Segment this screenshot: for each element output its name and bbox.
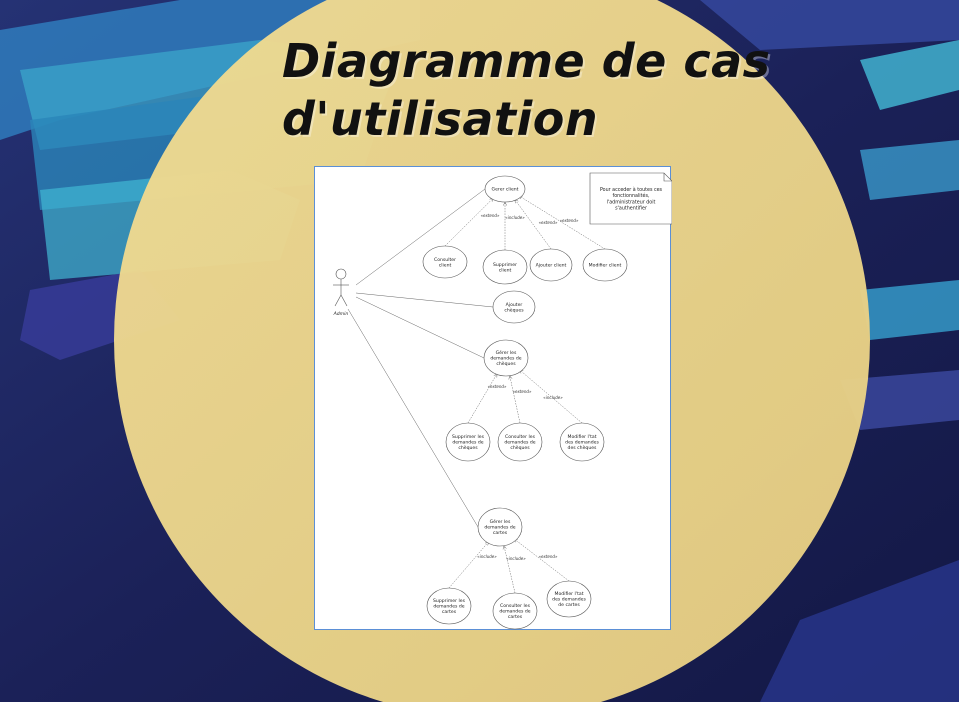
dependency-line-supprimer_cheques — [467, 373, 498, 424]
actor-admin — [333, 268, 349, 307]
use-case-label: des demandes — [552, 597, 586, 603]
use-case-label: demandes de — [504, 440, 535, 446]
title-line-2: d'utilisation — [282, 92, 599, 146]
use-case-label: Ajouter client — [536, 263, 567, 269]
dependency-line-consulter_cartes — [503, 545, 516, 594]
relation-label-ajouter_client: «extend» — [539, 220, 558, 225]
use-case-label: demandes de — [484, 525, 515, 531]
use-case-label: des demandes — [565, 440, 599, 446]
association-line-gerer_client — [355, 188, 486, 286]
actor-label: Admin — [333, 311, 349, 317]
use-case-label: demandes de — [490, 356, 521, 362]
note-line: Pour acceder à toutes ces — [600, 186, 663, 193]
use-case-modifier-client: Modifier client — [582, 248, 628, 282]
title-line-1: Diagramme de cas — [282, 34, 771, 88]
dependency-line-supprimer_cartes — [448, 541, 489, 589]
use-case-label: Gérer les — [490, 518, 511, 525]
use-case-label: Modifier l'tat — [555, 591, 584, 597]
arrowhead-consulter_cheques — [508, 375, 513, 380]
note-line: fonctionnalités, — [613, 192, 650, 199]
association-line-gerer_cartes — [347, 308, 479, 528]
use-case-label: cartes — [493, 530, 508, 536]
use-case-label: cartes — [442, 609, 457, 615]
use-case-label: client — [499, 267, 512, 273]
use-case-label: demandes de — [499, 609, 530, 615]
relation-label-consulter_client: «extend» — [481, 213, 500, 218]
use-case-label: demandes de — [433, 604, 464, 610]
dependency-line-consulter_cheques — [509, 375, 521, 424]
page-title: Diagramme de cas d'utilisation — [282, 32, 802, 148]
relation-label-supprimer_cartes: «include» — [477, 554, 497, 559]
dependency-line-consulter_client — [444, 197, 494, 247]
relation-label-consulter_cartes: «include» — [506, 556, 526, 561]
use-case-label: Gérer les — [496, 349, 517, 356]
use-case-label: Consulter les — [500, 603, 531, 609]
association-line-gerer_cheques — [355, 296, 485, 359]
use-case-gerer-client: Gerer client — [484, 175, 526, 203]
note-line: l'administrateur doit — [607, 199, 656, 205]
decor-slab-right — [700, 0, 959, 702]
relation-label-modifier_cartes: «extend» — [539, 554, 558, 559]
use-case-label: Supprimer les — [433, 598, 466, 604]
use-case-label: Consulter — [434, 257, 456, 263]
dependency-line-modifier_cartes — [513, 538, 570, 582]
use-case-ajouter-client: Ajouter client — [529, 248, 573, 282]
dependency-line-ajouter_client — [514, 199, 552, 250]
relation-label-consulter_cheques: «extend» — [513, 389, 532, 394]
diagram-relation-labels: «extend»«include»«extend»«extend»«extend… — [477, 213, 579, 561]
use-case-label: Modifier client — [589, 263, 622, 269]
use-case-label: chèques — [510, 444, 530, 451]
use-case-label: Consulter les — [505, 434, 536, 440]
use-case-label: demandes de — [452, 440, 483, 446]
use-case-label: de cartes — [558, 602, 580, 608]
use-case-label: chèques — [458, 444, 478, 451]
relation-label-supprimer_client: «include» — [505, 215, 525, 220]
use-case-label: des chèques — [568, 444, 598, 451]
relation-label-modifier_cheques: «include» — [543, 395, 563, 400]
use-case-label: Gerer client — [492, 187, 519, 193]
dependency-line-modifier_cheques — [519, 369, 583, 424]
relation-label-supprimer_cheques: «extend» — [488, 384, 507, 389]
note-authentication: Pour acceder à toutes cesfonctionnalités… — [589, 172, 672, 225]
relation-label-modifier_client: «extend» — [560, 218, 579, 223]
dependency-line-modifier_client — [518, 195, 606, 250]
diagram-edges — [347, 188, 606, 594]
arrowhead-consulter_cartes — [502, 544, 507, 550]
association-line-ajouter_cheques — [355, 292, 494, 308]
use-case-label: chèques — [496, 360, 516, 367]
use-case-label: chèques — [504, 306, 524, 313]
use-case-label: cartes — [508, 614, 523, 620]
use-case-label: Ajouter — [506, 302, 523, 308]
use-case-label: Supprimer — [493, 262, 517, 268]
use-case-label: Supprimer les — [452, 434, 485, 440]
use-case-label: client — [439, 262, 452, 268]
note-line: s'authentifier — [615, 206, 647, 212]
use-case-label: Modifier l'tat — [568, 434, 597, 440]
